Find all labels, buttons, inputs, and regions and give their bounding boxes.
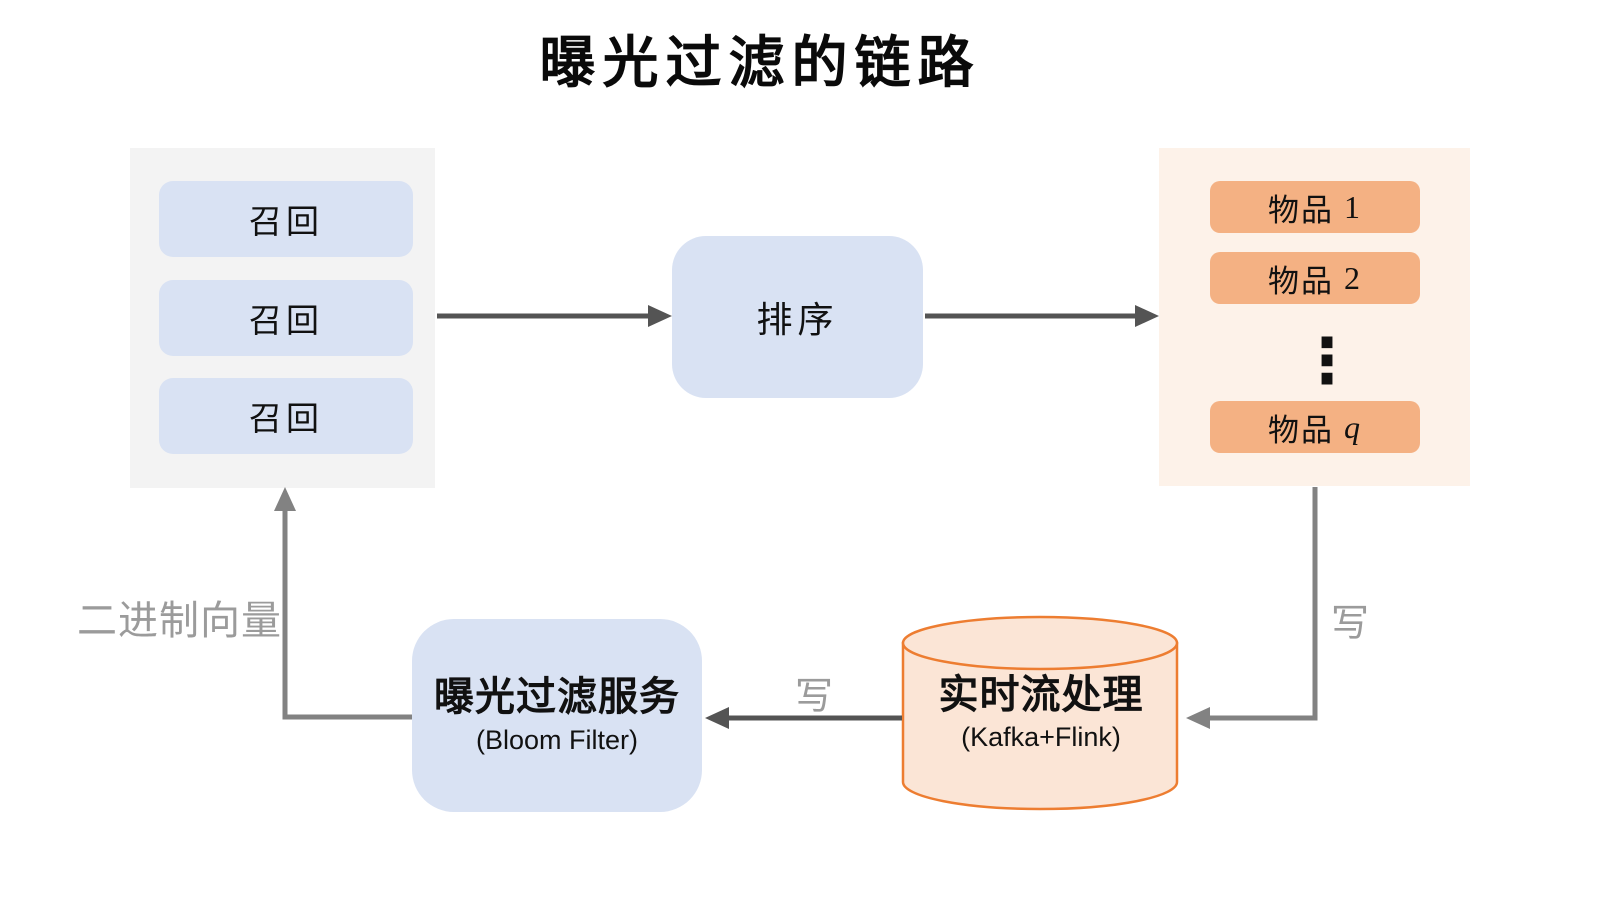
item-node-2-label: 物品: [1268, 263, 1334, 299]
recall-node-2-label: 召回: [249, 302, 323, 339]
arrow-recall-to-rank: [437, 305, 672, 327]
recall-node-1-label: 召回: [249, 203, 323, 240]
item-node-q-index: q: [1344, 408, 1362, 445]
write-edge-label-right: 写: [1331, 603, 1370, 645]
item-node-q-label: 物品: [1268, 412, 1334, 448]
binary-vector-edge-label: 二进制向量: [77, 599, 282, 643]
stream-node-label: 实时流处理: [938, 673, 1144, 717]
write-edge-label-left: 写: [795, 676, 834, 718]
item-node-1-index: 1: [1344, 188, 1362, 225]
arrow-rank-to-items: [925, 305, 1159, 327]
stream-node-sublabel: (Kafka+Flink): [961, 722, 1121, 752]
recall-node-1: 召回: [159, 181, 413, 257]
rank-node-label: 排序: [756, 299, 839, 340]
item-node-1: 物品 1: [1210, 181, 1420, 233]
vertical-ellipsis-icon: ⋮: [1296, 324, 1358, 397]
diagram-title: 曝光过滤的链路: [539, 31, 981, 94]
bloom-filter-label: 曝光过滤服务: [434, 674, 680, 719]
recall-node-3: 召回: [159, 378, 413, 454]
arrow-bloom-to-recall: [274, 487, 412, 720]
item-node-q: 物品 q: [1210, 401, 1420, 453]
bloom-filter-sublabel: (Bloom Filter): [475, 725, 638, 756]
rank-node: 排序: [672, 236, 923, 398]
recall-node-3-label: 召回: [249, 400, 323, 437]
item-node-2-index: 2: [1344, 259, 1362, 296]
arrow-items-to-stream: [1186, 487, 1318, 729]
stream-node-text: 实时流处理 (Kafka+Flink): [901, 672, 1181, 753]
item-node-1-label: 物品: [1268, 192, 1334, 228]
recall-node-2: 召回: [159, 280, 413, 356]
bloom-filter-node: 曝光过滤服务 (Bloom Filter): [412, 619, 702, 812]
item-node-2: 物品 2: [1210, 252, 1420, 304]
